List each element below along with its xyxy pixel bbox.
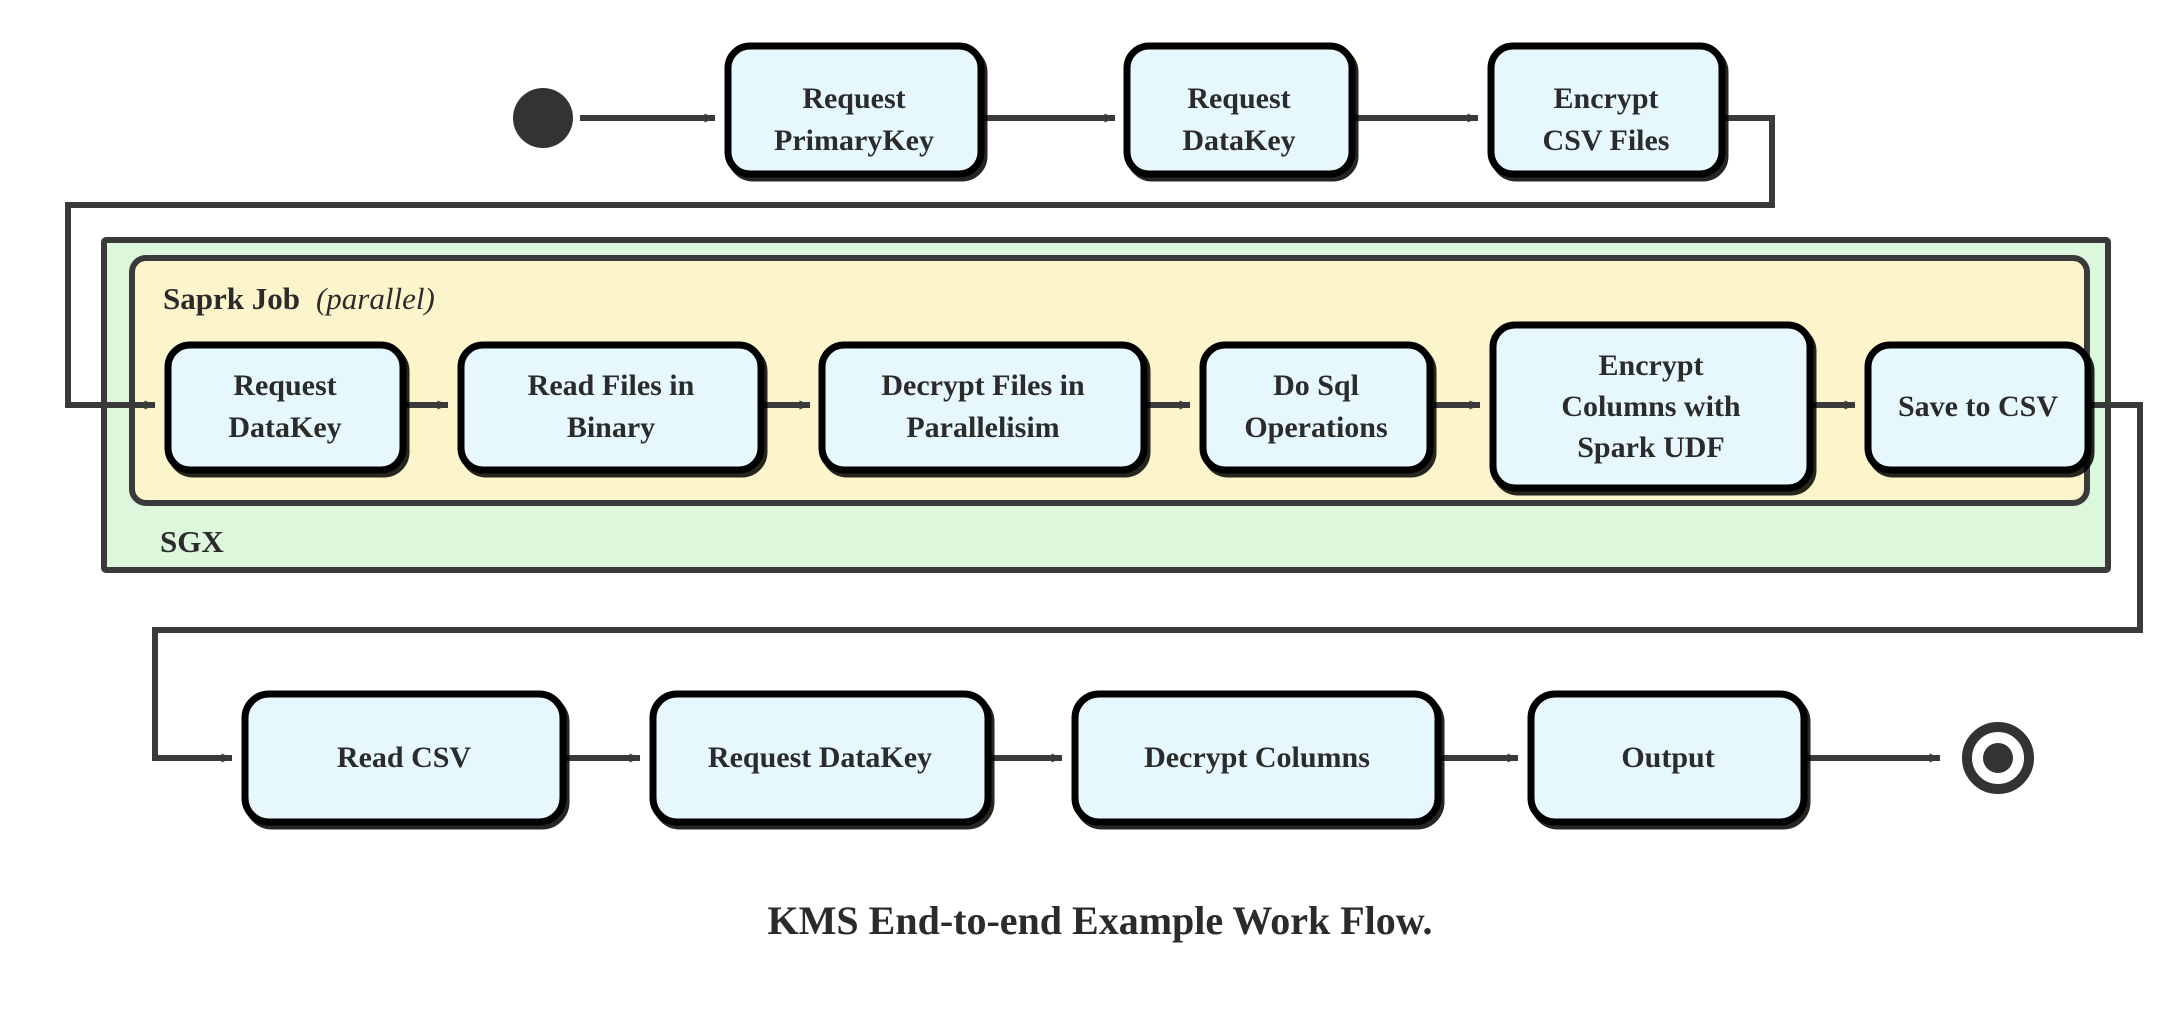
node-read-files-in-binary-line2: Binary xyxy=(567,411,655,444)
node-encrypt-columns-with-spark-udf-box xyxy=(1489,321,1814,492)
node-encrypt-csv-files-box xyxy=(1487,42,1726,178)
node-output-line1: Output xyxy=(1621,741,1714,774)
node-decrypt-files-in-parallelisim[interactable]: Decrypt Files in Parallelisim xyxy=(818,341,1148,474)
node-save-to-csv-line1: Save to CSV xyxy=(1898,390,2058,423)
node-request-primarykey-box xyxy=(724,42,985,178)
node-encrypt-columns-with-spark-udf[interactable]: Encrypt Columns with Spark UDF xyxy=(1489,321,1814,492)
node-read-csv[interactable]: Read CSV xyxy=(241,690,567,826)
node-read-files-in-binary-line1: Read Files in xyxy=(528,369,695,402)
node-request-datakey-top-line1: Request xyxy=(1187,82,1290,115)
node-decrypt-columns[interactable]: Decrypt Columns xyxy=(1071,690,1442,826)
node-read-files-in-binary[interactable]: Read Files in Binary xyxy=(457,341,765,474)
node-decrypt-files-in-parallelisim-line2: Parallelisim xyxy=(906,411,1059,444)
node-read-csv-line1: Read CSV xyxy=(337,741,472,774)
node-encrypt-csv-files-line1: Encrypt xyxy=(1554,82,1659,115)
diagram-caption: KMS End-to-end Example Work Flow. xyxy=(768,898,1433,943)
edge-layer xyxy=(65,113,2143,763)
node-save-to-csv[interactable]: Save to CSV xyxy=(1864,341,2092,474)
node-do-sql-operations[interactable]: Do Sql Operations xyxy=(1199,341,1434,474)
spark-job-container-label: Saprk Job (parallel) xyxy=(163,281,435,316)
edge-encrypt-csv-to-request-datakey-spark xyxy=(65,115,1775,410)
node-request-datakey-bottom-line1: Request DataKey xyxy=(708,741,932,774)
node-read-files-in-binary-box xyxy=(457,341,765,474)
node-decrypt-columns-line1: Decrypt Columns xyxy=(1144,741,1370,774)
node-request-datakey-bottom[interactable]: Request DataKey xyxy=(649,690,992,826)
edge-save-to-csv-to-read-csv xyxy=(152,402,2143,763)
node-decrypt-columns-box xyxy=(1071,690,1442,826)
node-request-datakey-bottom-box xyxy=(649,690,992,826)
node-do-sql-operations-box xyxy=(1199,341,1434,474)
final-state[interactable] xyxy=(1962,722,2034,794)
node-save-to-csv-box xyxy=(1864,341,2092,474)
start-state-circle xyxy=(513,88,573,148)
node-request-datakey-spark-box xyxy=(164,341,407,474)
node-request-datakey-spark-line2: DataKey xyxy=(228,411,341,444)
spark-job-label-sub: (parallel) xyxy=(316,281,435,316)
node-encrypt-columns-with-spark-udf-line1: Encrypt xyxy=(1599,349,1704,382)
node-request-datakey-spark-line1: Request xyxy=(233,369,336,402)
node-request-datakey-top-box xyxy=(1123,42,1356,178)
node-request-primarykey-line2: PrimaryKey xyxy=(774,124,934,157)
node-encrypt-csv-files-line2: CSV Files xyxy=(1543,124,1670,157)
node-request-primarykey[interactable]: Request PrimaryKey xyxy=(724,42,985,178)
node-request-datakey-spark[interactable]: Request DataKey xyxy=(164,341,407,474)
node-output-box xyxy=(1527,690,1808,826)
sgx-container-label: SGX xyxy=(160,524,224,559)
final-state-inner-dot xyxy=(1983,743,2013,773)
node-encrypt-csv-files[interactable]: Encrypt CSV Files xyxy=(1487,42,1726,178)
spark-job-label-main: Saprk Job xyxy=(163,281,300,316)
node-request-datakey-top[interactable]: Request DataKey xyxy=(1123,42,1356,178)
node-request-datakey-top-line2: DataKey xyxy=(1182,124,1295,157)
node-request-primarykey-line1: Request xyxy=(802,82,905,115)
node-decrypt-files-in-parallelisim-line1: Decrypt Files in xyxy=(881,369,1085,402)
node-output[interactable]: Output xyxy=(1527,690,1808,826)
node-do-sql-operations-line1: Do Sql xyxy=(1273,369,1359,402)
node-decrypt-files-in-parallelisim-box xyxy=(818,341,1148,474)
node-encrypt-columns-with-spark-udf-line2: Columns with xyxy=(1561,390,1741,423)
node-encrypt-columns-with-spark-udf-line3: Spark UDF xyxy=(1577,431,1725,464)
node-read-csv-box xyxy=(241,690,567,826)
node-do-sql-operations-line2: Operations xyxy=(1244,411,1387,444)
start-state[interactable] xyxy=(513,88,573,148)
